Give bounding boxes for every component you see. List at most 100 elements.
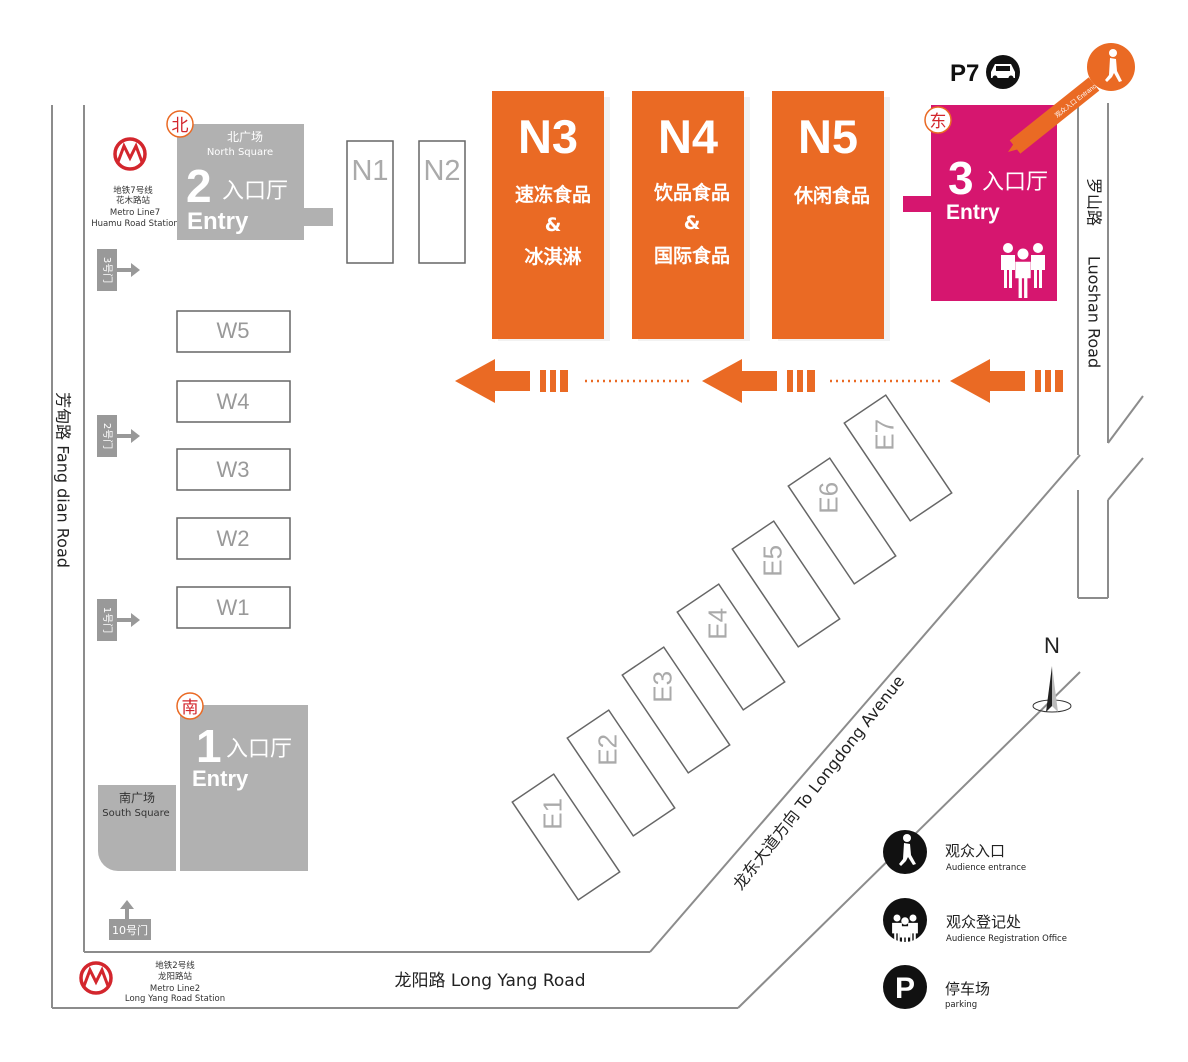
car-icon (986, 55, 1020, 89)
svg-text:东: 东 (930, 112, 947, 132)
hall-n3-line3: 冰淇淋 (524, 245, 581, 268)
svg-text:2号门: 2号门 (101, 423, 114, 449)
svg-text:北: 北 (172, 116, 189, 136)
hall-e2-label: E2 (592, 734, 622, 766)
gate-2: 2号门 (97, 415, 140, 457)
hall-n5: N5 休闲食品 (772, 91, 890, 341)
hall-w4-label: W4 (217, 389, 250, 414)
gate-10: 10号门 (109, 900, 151, 940)
badge-north: 北 (166, 110, 194, 138)
hall-e5-label: E5 (757, 545, 787, 577)
flow-arrows (455, 359, 1063, 403)
entry3-cn: 入口厅 (982, 170, 1048, 195)
hall-n3-line2: & (545, 214, 562, 236)
hall-w3: W3 (176, 448, 291, 491)
svg-text:10号门: 10号门 (112, 923, 148, 937)
road-label-luoshan-en: Luoshan Road (1085, 256, 1104, 368)
hall-e2: E2 (566, 709, 676, 837)
hall-e3-label: E3 (647, 671, 677, 703)
hall-n5-name: N5 (798, 110, 858, 163)
hall-n4-line1: 饮品食品 (653, 181, 730, 204)
hall-e3: E3 (621, 646, 731, 774)
legend: 观众入口 Audience entrance 观众登记处 Audience Re… (883, 830, 1067, 1010)
svg-text:1号门: 1号门 (101, 607, 114, 633)
legend-registration-cn: 观众登记处 (946, 913, 1021, 931)
entry-hall-2: 北广场 North Square 2 入口厅 Entry (177, 124, 333, 240)
metro-north-line4: Huamu Road Station (91, 219, 179, 229)
entry1-number: 1 (196, 720, 222, 772)
compass-label: N (1044, 633, 1060, 658)
legend-item-entrance: 观众入口 Audience entrance (883, 830, 1026, 874)
metro-north-line1: 地铁7号线 (113, 185, 153, 196)
parking-p7: P7 (950, 55, 1020, 89)
hall-e7: E7 (843, 394, 953, 522)
hall-n4-line2: & (684, 212, 701, 234)
pedestrian-icon (899, 834, 916, 866)
hall-n5-line1: 休闲食品 (793, 184, 870, 207)
road-label-longdong: 龙东大道方向 To Longdong Avenue (729, 672, 908, 894)
legend-parking-en: parking (945, 1000, 977, 1010)
entry1-cn: 入口厅 (226, 737, 292, 762)
entry3-en: Entry (946, 201, 1000, 224)
legend-parking-cn: 停车场 (945, 980, 990, 998)
metro-south-line4: Long Yang Road Station (125, 994, 225, 1004)
entry2-cn: 入口厅 (222, 179, 288, 204)
svg-text:3号门: 3号门 (101, 257, 114, 283)
legend-registration-en: Audience Registration Office (946, 934, 1067, 944)
hall-w1-label: W1 (217, 595, 250, 620)
hall-n4-name: N4 (658, 110, 718, 163)
entry2-en: Entry (187, 208, 249, 235)
hall-n4: N4 饮品食品 & 国际食品 (632, 91, 750, 341)
south-square: 南广场 South Square (98, 785, 176, 871)
entry-hall-1: 1 入口厅 Entry (180, 705, 308, 871)
hall-e1-label: E1 (537, 798, 567, 830)
north-square-cn: 北广场 (227, 130, 263, 144)
pedestrian-icon (1105, 49, 1122, 82)
legend-entrance-en: Audience entrance (946, 863, 1026, 873)
north-square-en: North Square (207, 147, 273, 158)
metro-south-line3: Metro Line2 (150, 984, 200, 994)
hall-n1: N1 (346, 140, 394, 264)
road-label-fangdian: 芳甸路 Fang dian Road (54, 392, 73, 568)
south-square-cn: 南广场 (119, 790, 155, 805)
metro-south-line2: 龙阳路站 (158, 971, 193, 982)
hall-n3-name: N3 (518, 110, 578, 163)
road-label-luoshan-cn: 罗山路 (1085, 178, 1104, 226)
hall-e5: E5 (731, 520, 841, 648)
compass-icon: N (1032, 633, 1072, 713)
hall-w5-label: W5 (217, 318, 250, 343)
metro-north-line2: 花木路站 (116, 195, 151, 206)
road-label-longyang: 龙阳路 Long Yang Road (394, 971, 585, 991)
hall-e6: E6 (787, 457, 897, 585)
hall-w1: W1 (176, 586, 291, 629)
gate-1: 1号门 (97, 599, 140, 641)
svg-text:南: 南 (182, 698, 199, 718)
hall-w2-label: W2 (217, 526, 250, 551)
entry1-en: Entry (192, 766, 249, 791)
badge-east: 东 (924, 106, 952, 134)
metro-north-line3: Metro Line7 (110, 208, 160, 218)
hall-e7-label: E7 (869, 419, 899, 451)
legend-item-parking: P 停车场 parking (883, 965, 990, 1010)
audience-entrance-east: 观众入口 Entrance (1008, 43, 1135, 154)
hall-e6-label: E6 (813, 482, 843, 514)
metro-south-line1: 地铁2号线 (155, 960, 195, 971)
hall-n4-line3: 国际食品 (654, 244, 730, 267)
metro-south-caption: 地铁2号线 龙阳路站 Metro Line2 Long Yang Road St… (125, 960, 225, 1004)
badge-south: 南 (176, 692, 204, 720)
hall-e4: E4 (676, 583, 786, 711)
metro-north-caption: 地铁7号线 花木路站 Metro Line7 Huamu Road Statio… (91, 185, 179, 229)
hall-w4: W4 (176, 380, 291, 423)
entry2-number: 2 (186, 160, 212, 212)
metro-north-icon (113, 137, 147, 171)
hall-w2: W2 (176, 517, 291, 560)
hall-w3-label: W3 (217, 457, 250, 482)
gate-3: 3号门 (97, 249, 140, 291)
legend-entrance-cn: 观众入口 (945, 842, 1005, 860)
legend-item-registration: 观众登记处 Audience Registration Office (883, 898, 1067, 951)
parking-label: P7 (950, 60, 979, 87)
parking-icon: P (895, 972, 915, 1005)
metro-south-icon (79, 961, 113, 995)
hall-n2-label: N2 (423, 155, 460, 187)
